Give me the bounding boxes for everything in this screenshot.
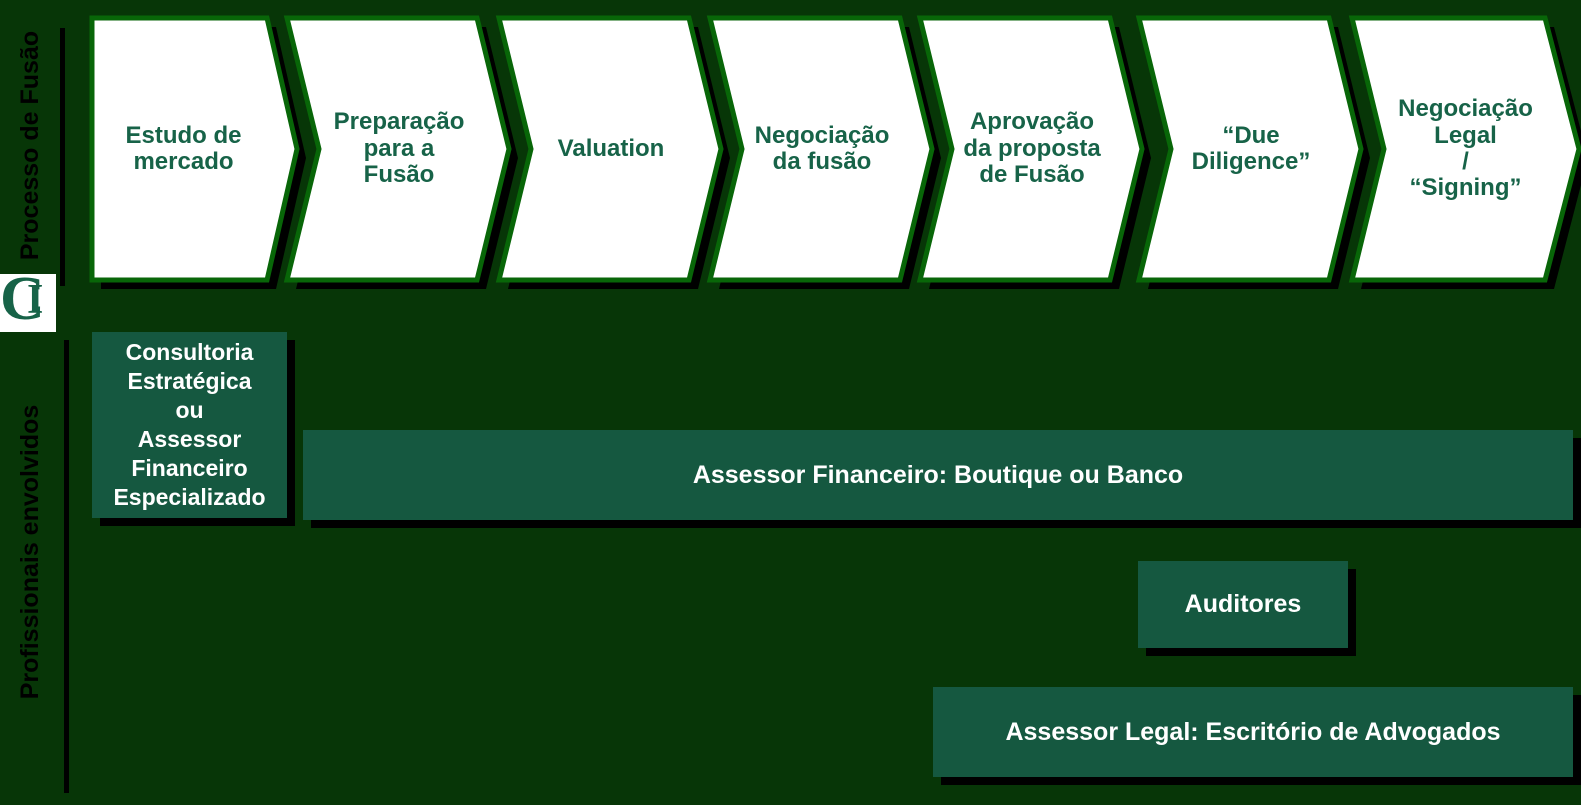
chevron-shape [1135, 15, 1370, 289]
consultoria-estrategica-box: Consultoria Estratégica ou Assessor Fina… [92, 332, 287, 518]
process-step-7: Negociação Legal / “Signing” [1348, 15, 1581, 294]
process-step-label: Valuation [557, 134, 665, 162]
chevron-shape [916, 15, 1151, 289]
chevron-shape [89, 15, 306, 289]
process-axis-line [60, 28, 65, 286]
process-step-label: Estudo de mercado [125, 121, 242, 175]
chevron-shape [706, 15, 941, 289]
professionals-axis-line [64, 340, 69, 793]
auditores-box: Auditores [1138, 561, 1348, 648]
process-step-2: Preparação para a Fusão [283, 15, 518, 294]
process-step-label: Negociação da fusão [754, 121, 890, 175]
process-step-5: Aprovação da proposta de Fusão [916, 15, 1151, 294]
logo: C I [0, 274, 56, 332]
assessor-legal-bar: Assessor Legal: Escritório de Advogados [933, 687, 1573, 777]
process-step-label: “Due Diligence” [1191, 121, 1311, 175]
process-step-3: Valuation [495, 15, 730, 294]
chevron-shape [1348, 15, 1581, 289]
process-step-label: Preparação para a Fusão [333, 108, 465, 189]
process-axis-label: Processo de Fusão [16, 30, 44, 261]
process-step-label: Aprovação da proposta de Fusão [963, 108, 1101, 189]
professionals-axis-label: Profissionais envolvidos [16, 404, 44, 700]
chevron-shape [283, 15, 518, 289]
logo-letter-c: C [0, 274, 45, 332]
logo-letter-i: I [27, 277, 44, 323]
chevron-shape [495, 15, 730, 289]
assessor-financeiro-bar: Assessor Financeiro: Boutique ou Banco [303, 430, 1573, 520]
process-step-4: Negociação da fusão [706, 15, 941, 294]
process-step-6: “Due Diligence” [1135, 15, 1370, 294]
process-step-1: Estudo de mercado [89, 15, 311, 294]
process-step-label: Negociação Legal / “Signing” [1398, 95, 1533, 202]
